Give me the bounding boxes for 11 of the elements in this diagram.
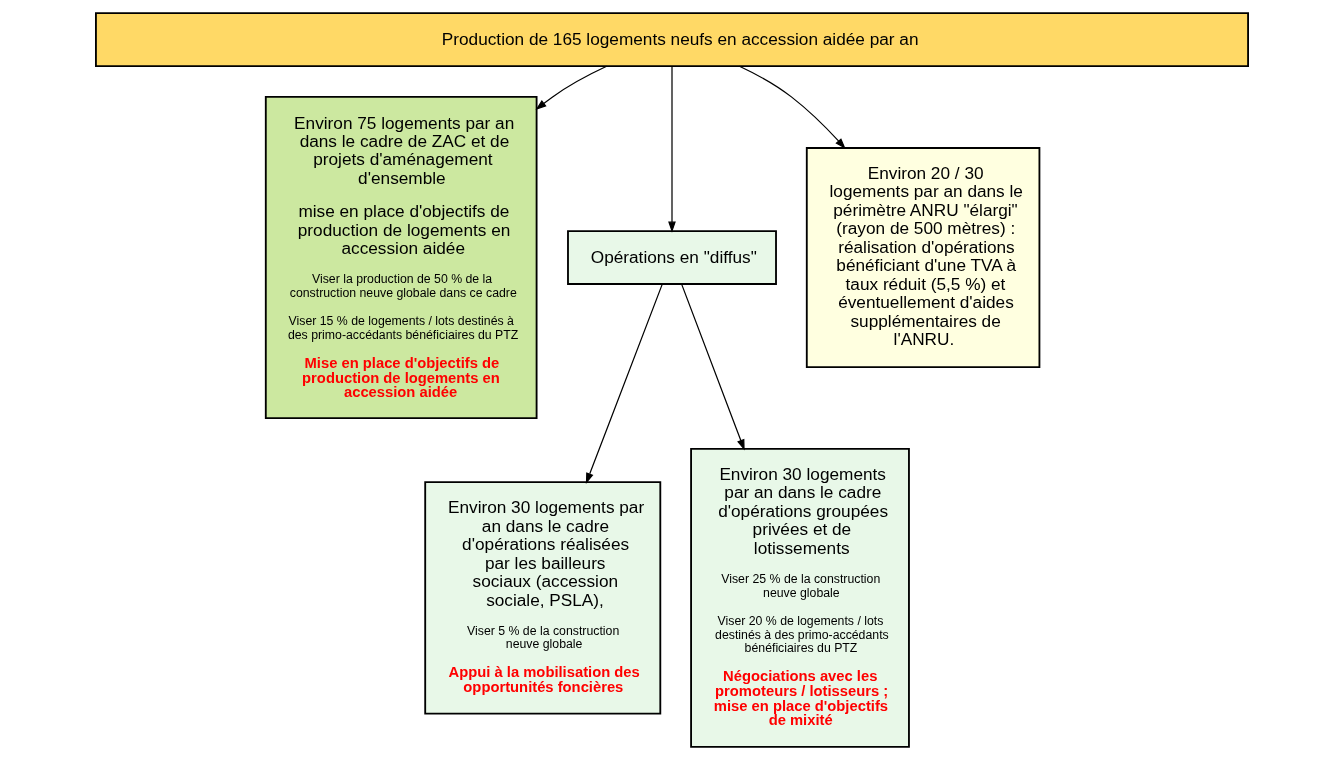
arrow xyxy=(534,65,607,110)
arrow xyxy=(680,283,745,451)
node-box: Environ 20 / 30 logements par an dans le périmètre ANRU "élargi" (rayon de 500 mètres) : réalisation d'opérations bénéficiant d'une TVA à taux réduit (5,5 %) et éventuellement d'aides supplémentaires de l'ANRU. xyxy=(805,147,1040,368)
arrow xyxy=(585,283,663,484)
node-box: Environ 30 logements par an dans le cadre d'opérations réalisées par les bailleurs sociaux (accession sociale, PSLA), Viser 5 % de la construction neuve globale Appui à la mobilisation des opportunités foncières xyxy=(423,481,661,715)
node-box: Environ 30 logements par an dans le cadre d'opérations groupées privées et de lotissements Viser 25 % de la construction neuve globale Viser 20 % de logements / lots destinés à des primo-accédants bénéficiaires du PTZ Négociations avec les promoteurs / lotisseurs ; mise en place d'objectifs de mixité xyxy=(689,448,910,748)
node-box: Opérations en "diffus" xyxy=(566,230,777,285)
node-box: Environ 75 logements par an dans le cadre de ZAC et de projets d'aménagement d'ensemble mise en place d'objectifs de production de logements en accession aidée Viser la production de 50 % de la construction neuve globale dans ce cadre Viser 15 % de logements / lots destinés à des primo-accédants bénéficiaires du PTZ Mise en place d'objectifs de production de logements en accession aidée xyxy=(264,95,538,420)
arrow xyxy=(738,65,846,149)
node-box: Production de 165 logements neufs en accession aidée par an xyxy=(94,12,1249,68)
arrow xyxy=(667,65,676,233)
